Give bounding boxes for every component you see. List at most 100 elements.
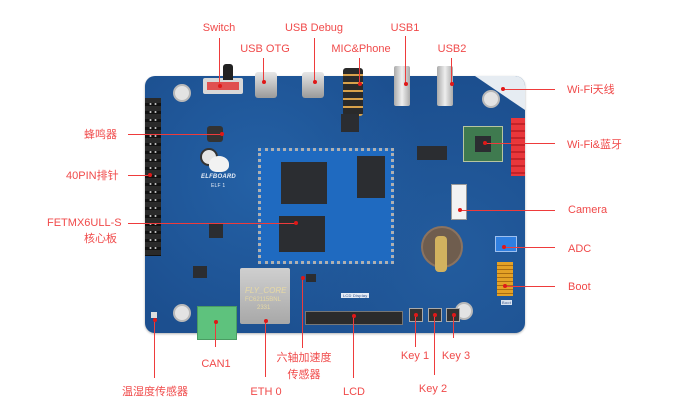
boot-silk: Boot bbox=[501, 300, 513, 305]
label-key3: Key 3 bbox=[441, 350, 471, 362]
leader-key1 bbox=[415, 315, 416, 347]
dot-wifi-bt bbox=[483, 141, 487, 145]
dot-temp-humidity bbox=[153, 318, 157, 322]
adc-potentiometer bbox=[495, 236, 517, 252]
leader-usb-debug bbox=[314, 38, 315, 82]
label-usb-otg: USB OTG bbox=[240, 43, 290, 55]
dot-som bbox=[294, 221, 298, 225]
flash-chip bbox=[357, 156, 385, 198]
wifi-antenna bbox=[475, 76, 525, 110]
lcd-silk: LCD Display bbox=[341, 293, 370, 298]
label-usb1: USB1 bbox=[390, 22, 420, 34]
leader-imu bbox=[302, 278, 303, 348]
label-wifi-antenna: Wi-Fi天线 bbox=[567, 84, 615, 96]
label-key2: Key 2 bbox=[418, 383, 448, 395]
dot-lcd bbox=[352, 314, 356, 318]
label-camera: Camera bbox=[568, 204, 608, 216]
label-imu-line1: 六轴加速度 bbox=[276, 352, 332, 364]
eth-jack-text-1: FLY_CORE bbox=[245, 286, 287, 295]
label-som-line1: FETMX6ULL-S bbox=[47, 217, 122, 229]
switch-red bbox=[207, 82, 239, 90]
usb2-port bbox=[437, 66, 453, 106]
leader-boot bbox=[505, 286, 555, 287]
label-boot: Boot bbox=[568, 281, 591, 293]
label-usb2: USB2 bbox=[437, 43, 467, 55]
dot-40pin bbox=[148, 173, 152, 177]
label-can1: CAN1 bbox=[201, 358, 231, 370]
leader-can1 bbox=[215, 322, 216, 347]
elf1-board: ELFBOARD ELF 1 Boot FLY_CORE FC62115BNL … bbox=[145, 64, 525, 340]
red-header bbox=[511, 118, 525, 176]
label-40pin: 40PIN排针 bbox=[66, 170, 119, 182]
label-key1: Key 1 bbox=[400, 350, 430, 362]
label-adc: ADC bbox=[568, 243, 592, 255]
dot-key3 bbox=[452, 313, 456, 317]
label-eth0: ETH 0 bbox=[250, 386, 282, 398]
label-switch: Switch bbox=[202, 22, 236, 34]
camera-connector bbox=[451, 184, 467, 220]
usb-debug-port bbox=[302, 72, 324, 98]
leader-40pin bbox=[128, 175, 150, 176]
dot-key2 bbox=[433, 313, 437, 317]
imu-chip bbox=[306, 274, 316, 282]
leader-usb2 bbox=[451, 58, 452, 84]
dot-eth0 bbox=[264, 319, 268, 323]
mounting-hole bbox=[482, 90, 500, 108]
label-som-line2: 核心板 bbox=[84, 233, 117, 245]
dot-key1 bbox=[414, 313, 418, 317]
mounting-hole bbox=[173, 84, 191, 102]
dot-mic-phone bbox=[358, 82, 362, 86]
label-buzzer: 蜂鸣器 bbox=[84, 129, 117, 141]
leader-camera bbox=[460, 210, 555, 211]
dot-adc bbox=[502, 245, 506, 249]
audio-jack bbox=[343, 68, 363, 116]
ethernet-jack bbox=[240, 268, 290, 324]
dot-switch bbox=[218, 84, 222, 88]
boot-dip-switch bbox=[497, 262, 513, 296]
leader-usb-otg bbox=[263, 58, 264, 82]
leader-buzzer bbox=[128, 134, 222, 135]
ddr-chip bbox=[279, 216, 325, 252]
leader-switch bbox=[219, 38, 220, 86]
ic-chip bbox=[341, 114, 359, 132]
label-wifi-bt: Wi-Fi&蓝牙 bbox=[567, 139, 622, 151]
label-imu-line2: 传感器 bbox=[287, 369, 321, 381]
leader-eth0 bbox=[265, 321, 266, 377]
label-lcd: LCD bbox=[342, 386, 366, 398]
dot-usb-otg bbox=[262, 80, 266, 84]
pin-dots bbox=[148, 100, 158, 254]
usb1-port bbox=[394, 66, 410, 106]
lcd-connector bbox=[305, 311, 403, 325]
leader-key3 bbox=[453, 315, 454, 338]
ic-chip bbox=[193, 266, 207, 278]
eth-jack-text-2: FC62115BNL bbox=[245, 297, 281, 303]
usb-otg-port bbox=[255, 72, 277, 98]
dot-usb2 bbox=[450, 82, 454, 86]
ic-chip bbox=[209, 224, 223, 238]
dot-can1 bbox=[214, 320, 218, 324]
leader-som bbox=[128, 223, 296, 224]
label-usb-debug: USB Debug bbox=[284, 22, 344, 34]
label-mic-phone: MIC&Phone bbox=[331, 43, 391, 55]
dot-imu bbox=[301, 276, 305, 280]
dot-wifi-antenna bbox=[501, 87, 505, 91]
eth-jack-text-3: 2331 bbox=[257, 305, 271, 311]
dot-camera bbox=[458, 208, 462, 212]
temp-humidity-sensor bbox=[151, 312, 157, 318]
brand-text: ELFBOARD bbox=[201, 174, 236, 180]
battery-clip bbox=[435, 236, 447, 272]
leader-key2 bbox=[434, 315, 435, 375]
leader-lcd bbox=[353, 316, 354, 378]
leader-mic-phone bbox=[359, 58, 360, 84]
elfboard-logo bbox=[209, 156, 229, 172]
label-temp-humidity: 温湿度传感器 bbox=[122, 386, 188, 398]
switch-knob bbox=[223, 64, 233, 80]
model-text: ELF 1 bbox=[211, 183, 226, 189]
dot-boot bbox=[503, 284, 507, 288]
leader-temp-humidity bbox=[154, 320, 155, 378]
dot-usb-debug bbox=[313, 80, 317, 84]
leader-usb1 bbox=[405, 36, 406, 84]
mounting-hole bbox=[173, 304, 191, 322]
ic-chip bbox=[417, 146, 447, 160]
leader-wifi-antenna bbox=[503, 89, 555, 90]
